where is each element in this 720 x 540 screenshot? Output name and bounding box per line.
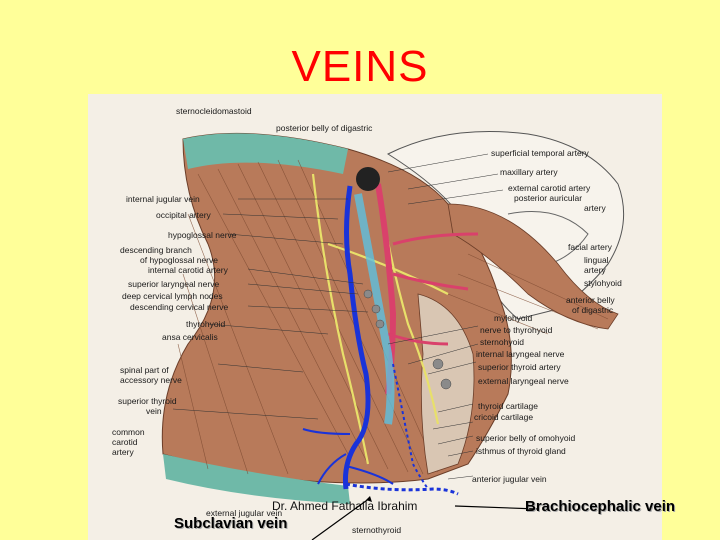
neck-anatomy-illustration: sternocleidomastoid posterior belly of d… [88, 94, 662, 540]
label-internal-jugular-vein: internal jugular vein [126, 194, 200, 204]
author-credit: Dr. Ahmed Fathalla Ibrahim [272, 499, 418, 513]
internal-jugular-shading [354, 193, 395, 425]
label-carotid: carotid [112, 437, 138, 447]
label-anterior-belly: anterior belly [566, 295, 615, 305]
label-ansa-cervicalis: ansa cervicalis [162, 332, 218, 342]
label-artery-lingual: artery [584, 265, 606, 275]
label-posterior-auricular: posterior auricular [514, 193, 583, 203]
label-vein-thyroid: vein [146, 406, 162, 416]
label-external-jugular-vein: external jugular vein [206, 508, 283, 518]
label-common: common [112, 427, 145, 437]
neck-anatomy-drawing [161, 131, 625, 504]
label-posterior-belly-digastric: posterior belly of digastric [276, 123, 373, 133]
label-external-laryngeal-nerve: external laryngeal nerve [478, 376, 569, 386]
vein-overlay [302, 185, 459, 496]
label-internal-laryngeal-nerve: internal laryngeal nerve [476, 349, 565, 359]
label-external-carotid-artery: external carotid artery [508, 183, 591, 193]
label-thyrohyoid: thyrohyoid [186, 319, 226, 329]
label-nerve-to-thyrohyoid: nerve to thyrohyoid [480, 325, 553, 335]
lymph-nodes [363, 289, 452, 390]
label-facial-artery: facial artery [568, 242, 612, 252]
label-of-digastric: of digastric [572, 305, 614, 315]
label-leader-lines [172, 153, 504, 480]
label-spinal-part-of: spinal part of [120, 365, 169, 375]
label-occipital-artery: occipital artery [156, 210, 211, 220]
muscle-fibres [177, 159, 609, 475]
suprahyoid-muscles [447, 203, 619, 330]
label-accessory-nerve: accessory nerve [120, 375, 182, 385]
label-anterior-jugular-vein: anterior jugular vein [472, 474, 547, 484]
label-superior-laryngeal-nerve: superior laryngeal nerve [128, 279, 220, 289]
label-superior-belly-omohyoid: superior belly of omohyoid [476, 433, 576, 443]
label-internal-carotid-artery: internal carotid artery [148, 265, 228, 275]
label-superior-thyroid-artery: superior thyroid artery [478, 362, 561, 372]
label-artery-auricular: artery [584, 203, 606, 213]
label-descending-branch: descending branch [120, 245, 192, 255]
label-superior-thyroid: superior thyroid [118, 396, 177, 406]
label-sternohyoid: sternohyoid [480, 337, 524, 347]
label-sternocleidomastoid: sternocleidomastoid [176, 106, 252, 116]
callout-brachiocephalic-vein: Brachiocephalic vein [525, 498, 676, 515]
label-of-hypoglossal-nerve: of hypoglossal nerve [140, 255, 218, 265]
label-hypoglossal-nerve: hypoglossal nerve [168, 230, 237, 240]
ear-canal [356, 167, 380, 191]
callout-subclavian-vein: Subclavian vein [174, 515, 288, 532]
label-descending-cervical-nerve: descending cervical nerve [130, 302, 229, 312]
label-artery-carotid: artery [112, 447, 134, 457]
slide-title: VEINS [291, 42, 429, 91]
label-stylohyoid: stylohyoid [584, 278, 622, 288]
label-sternothyroid: sternothyroid [352, 525, 402, 535]
label-superficial-temporal-artery: superficial temporal artery [491, 148, 589, 158]
teal-band-top [183, 133, 348, 174]
label-lingual: lingual [584, 255, 609, 265]
label-mylohyoid: mylohyoid [494, 313, 533, 323]
label-deep-cervical-lymph-nodes: deep cervical lymph nodes [122, 291, 223, 301]
label-maxillary-artery: maxillary artery [500, 167, 558, 177]
label-cricoid-cartilage: cricoid cartilage [474, 412, 534, 422]
teal-band-bottom [163, 454, 350, 504]
label-thyroid-cartilage: thyroid cartilage [478, 401, 539, 411]
label-isthmus-thyroid: isthmus of thyroid gland [476, 446, 566, 456]
